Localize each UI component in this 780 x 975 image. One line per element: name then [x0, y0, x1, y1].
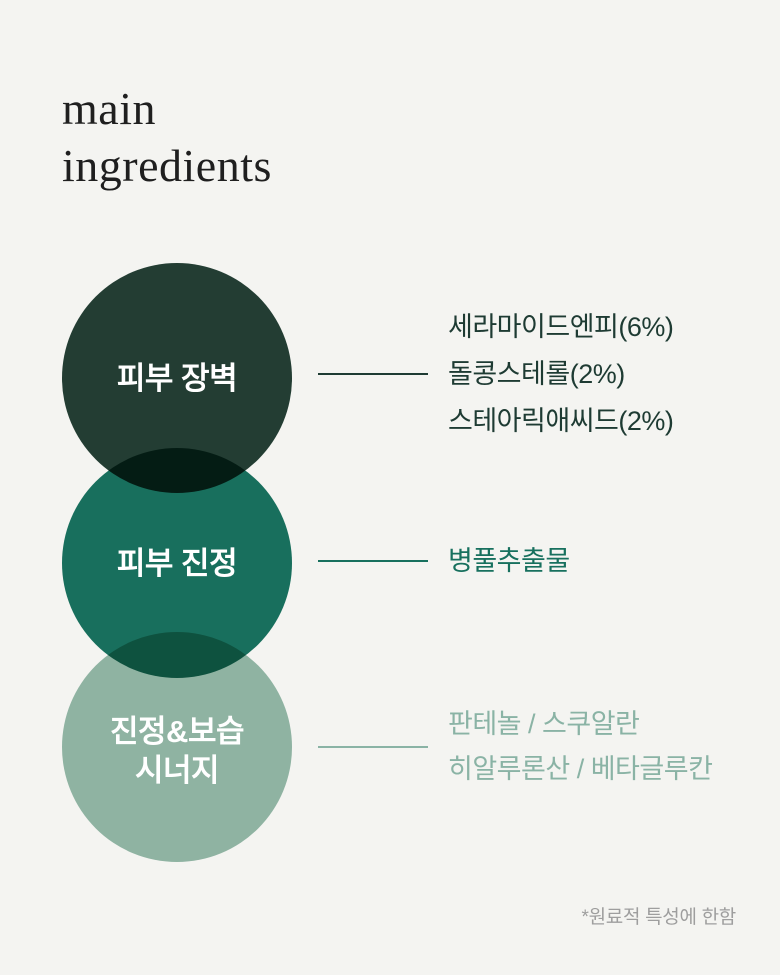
- circle-label-skin-barrier: 피부 장벽: [62, 263, 292, 493]
- ingredient-item: 판테놀 / 스쿠알란: [448, 709, 640, 739]
- connector-line-skin-barrier: [318, 373, 428, 375]
- page-title-line1: main: [62, 83, 156, 134]
- ingredient-item: 스테아릭애씨드(2%): [448, 406, 674, 436]
- ingredient-item: 히알루론산 / 베타글루칸: [448, 754, 713, 784]
- ingredient-list-skin-soothing: 병풀추출물: [448, 538, 570, 585]
- ingredient-list-synergy: 판테놀 / 스쿠알란 히알루론산 / 베타글루칸: [448, 702, 713, 792]
- connector-line-skin-soothing: [318, 560, 428, 562]
- footnote-disclaimer: *원료적 특성에 한함: [581, 907, 737, 928]
- ingredient-item: 세라마이드엔피(6%): [448, 312, 674, 342]
- ingredient-list-skin-barrier: 세라마이드엔피(6%) 돌콩스테롤(2%) 스테아릭애씨드(2%): [448, 304, 674, 445]
- circle-label-text-line2: 시너지: [134, 753, 220, 788]
- circle-label-skin-soothing: 피부 진정: [62, 448, 292, 678]
- ingredient-item: 병풀추출물: [448, 546, 570, 576]
- circle-label-text: 피부 진정: [116, 545, 238, 581]
- page-title-line2: ingredients: [62, 140, 272, 191]
- circle-label-text: 피부 장벽: [116, 360, 238, 396]
- circle-label-text-line1: 진정&보습: [110, 714, 244, 749]
- ingredient-item: 돌콩스테롤(2%): [448, 359, 625, 389]
- circle-label-synergy: 진정&보습 시너지: [62, 636, 292, 866]
- page-title: main ingredients: [62, 80, 272, 194]
- connector-line-synergy: [318, 746, 428, 748]
- circle-synergy: [62, 632, 292, 862]
